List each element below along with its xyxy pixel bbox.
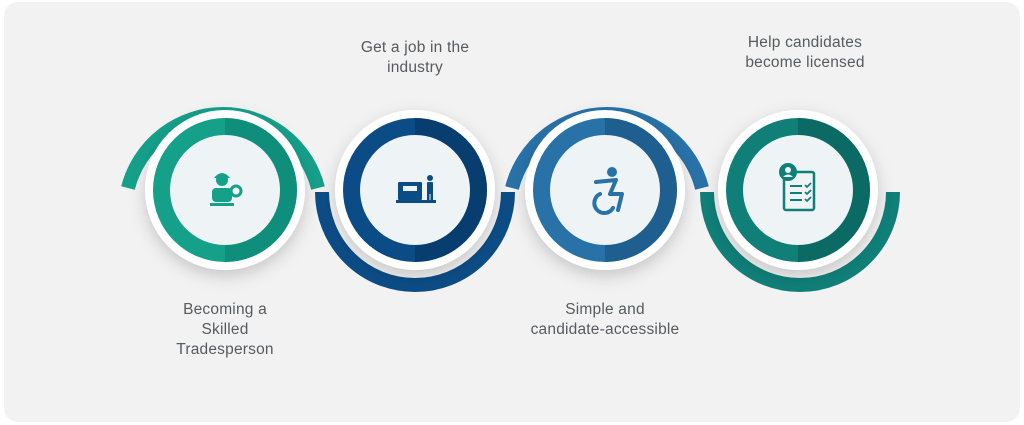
step-license-node [718,110,878,270]
step-access-label: Simple and candidate-accessible [530,301,680,338]
step-job-node [335,110,495,270]
step-job-label: Get a job in the industry [360,39,470,76]
license-checklist-icon [779,163,816,212]
step-skilled-node [145,110,305,270]
machinery-worker-icon [396,175,436,203]
arc-step-4 [700,191,900,292]
accessibility-icon [592,167,624,215]
step-access-node [525,110,685,270]
step-license-label: Help candidates become licensed [745,34,865,71]
step-skilled-label: Becoming a Skilled Tradesperson [176,301,274,358]
arc-step-2 [315,191,515,292]
tradesperson-icon [210,173,243,206]
